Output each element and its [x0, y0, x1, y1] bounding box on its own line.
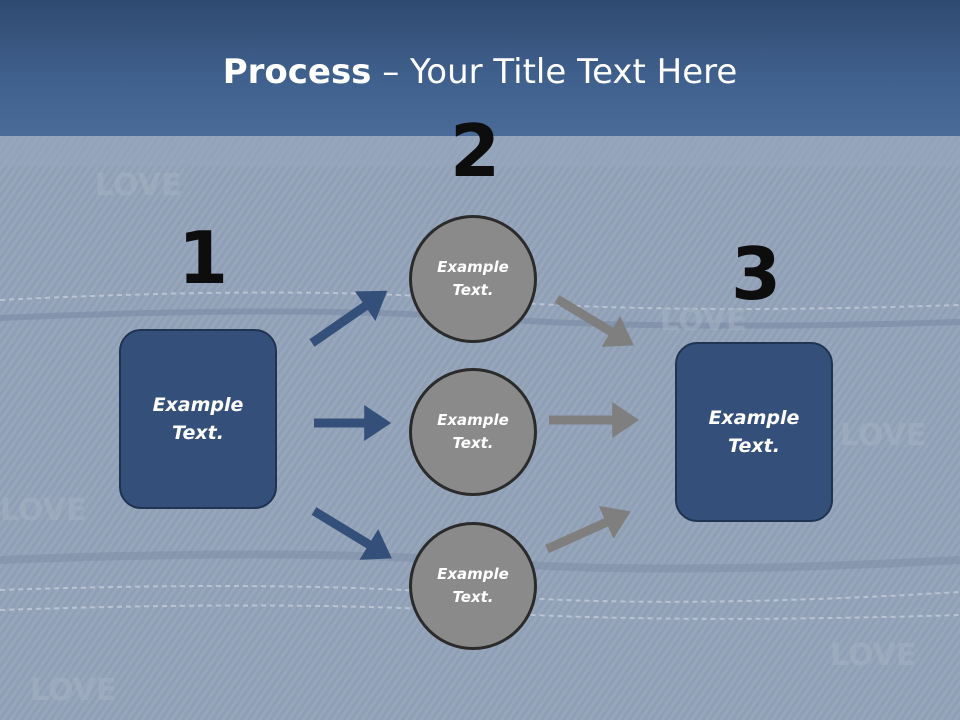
process-circle-middle[interactable]: Example Text.: [409, 368, 537, 496]
watermark-text: LOVE: [0, 493, 86, 528]
watermark-text: LOVE: [30, 673, 116, 708]
process-circle-bottom[interactable]: Example Text.: [409, 522, 537, 650]
process-box-left[interactable]: Example Text.: [119, 329, 277, 509]
title-bar: [0, 0, 960, 136]
title-bold: Process: [222, 52, 372, 92]
arrow-to-bottom-circle: [311, 507, 392, 560]
step-number-3: 3: [731, 232, 782, 316]
arrow-to-top-circle: [309, 290, 388, 347]
step-number-2: 2: [450, 109, 501, 193]
title-underband: [0, 136, 960, 166]
process-box-right[interactable]: Example Text.: [675, 342, 833, 522]
step-number-1: 1: [178, 216, 229, 300]
process-box-left-label: Example Text.: [152, 393, 244, 445]
watermark-text: LOVE: [660, 303, 746, 338]
slide-title: Process – Your Title Text Here: [0, 52, 960, 92]
arrow-from-top-circle: [554, 295, 634, 347]
watermark-text: LOVE: [95, 168, 181, 203]
process-circle-middle-label: Example Text.: [437, 410, 509, 452]
title-rest: – Your Title Text Here: [371, 52, 738, 92]
watermark-text: LOVE: [840, 418, 926, 453]
process-circle-top-label: Example Text.: [437, 257, 509, 299]
watermark-text: LOVE: [830, 638, 916, 673]
process-circle-top[interactable]: Example Text.: [409, 215, 537, 343]
arrow-from-bottom-circle: [545, 506, 631, 554]
process-circle-bottom-label: Example Text.: [437, 564, 509, 606]
process-box-right-label: Example Text.: [708, 406, 800, 458]
